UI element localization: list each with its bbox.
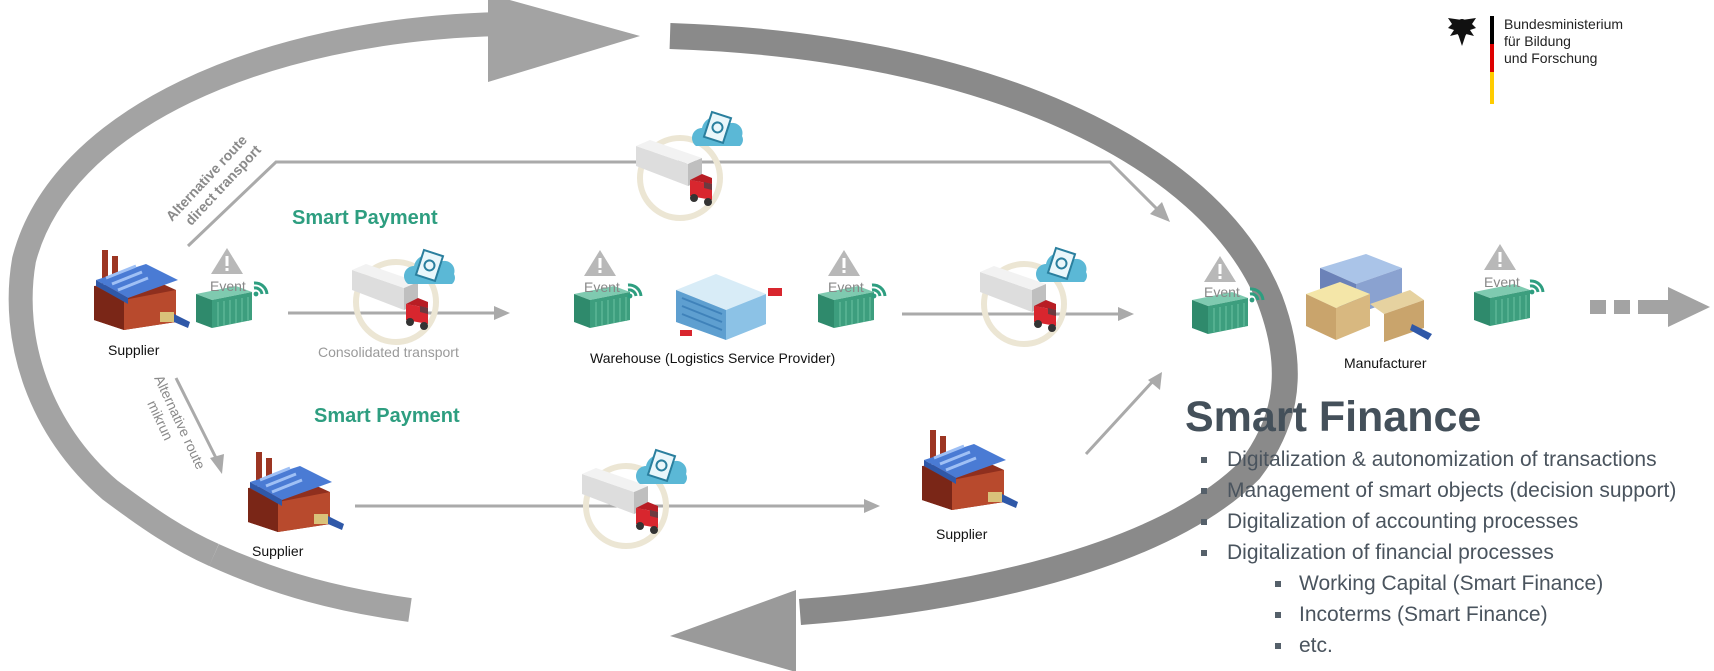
warehouse-label: Warehouse (Logistics Service Provider): [590, 350, 835, 366]
warning-triangle-icon: [211, 248, 243, 274]
wireless-signal-icon: [1528, 279, 1545, 296]
cycle-arrow-bottom-left: [209, 544, 412, 622]
supplier-bottom-left-factory-icon: [246, 450, 346, 534]
finance-subitem: Working Capital (Smart Finance): [1185, 568, 1705, 599]
cycle-arrow-right: [669, 23, 1298, 671]
money-cloud-icon: [691, 111, 744, 147]
warehouse-icon: [676, 274, 782, 340]
ministry-line-1: Bundesministerium: [1504, 16, 1624, 32]
cycle-arrow-top: [8, 0, 640, 566]
smart-payment-label-bottom: Smart Payment: [314, 405, 460, 427]
supplier-left-factory-icon: [92, 248, 192, 332]
event-label: Event: [1484, 274, 1520, 290]
more-arrow: [1590, 287, 1710, 327]
finance-subitem: etc.: [1185, 630, 1705, 661]
smart-payment-label-top: Smart Payment: [292, 207, 438, 229]
alt-route-mikrun-label: Alternative route mikrun: [144, 373, 209, 472]
finance-item: Management of smart objects (decision su…: [1185, 475, 1705, 506]
smart-finance-title: Smart Finance: [1185, 393, 1482, 441]
warning-triangle-icon: [828, 250, 860, 276]
wireless-signal-icon: [870, 283, 887, 300]
warning-triangle-icon: [584, 250, 616, 276]
event-container-manufacturer-out: [1473, 283, 1531, 327]
ministry-name: Bundesministerium für Bildung und Forsch…: [1504, 16, 1704, 67]
smart-finance-panel: Smart Finance Digitalization & autonomiz…: [1185, 394, 1705, 661]
supplier-bottom-left-label: Supplier: [252, 543, 304, 559]
ministry-line-2: für Bildung: [1504, 33, 1571, 49]
ministry-line-3: und Forschung: [1504, 50, 1598, 66]
warning-triangle-icon: [1484, 244, 1516, 270]
finance-subitem: Incoterms (Smart Finance): [1185, 599, 1705, 630]
finance-item: Digitalization of financial processes: [1185, 537, 1705, 568]
flag-bar: [1490, 16, 1494, 104]
warning-triangle-icon: [1204, 256, 1236, 282]
manufacturer-plant-icon: [1306, 254, 1432, 342]
event-label: Event: [828, 279, 864, 295]
wireless-signal-icon: [252, 281, 269, 298]
wireless-signal-icon: [626, 283, 643, 300]
event-label: Event: [210, 278, 246, 294]
event-label: Event: [584, 279, 620, 295]
finance-item: Digitalization & autonomization of trans…: [1185, 444, 1705, 475]
event-label: Event: [1204, 284, 1240, 300]
flow-arrowheads: [210, 202, 1170, 513]
money-cloud-icon: [635, 449, 688, 485]
supplier-bottom-right-factory-icon: [920, 428, 1020, 512]
supplier-bottom-right-label: Supplier: [936, 526, 988, 542]
money-cloud-icon: [403, 249, 456, 285]
federal-eagle-icon: [1448, 18, 1476, 46]
manufacturer-label: Manufacturer: [1344, 355, 1427, 371]
supplier-left-label: Supplier: [108, 342, 160, 358]
consolidated-transport-label: Consolidated transport: [318, 344, 459, 360]
truck-icon: [636, 138, 720, 218]
finance-item: Digitalization of accounting processes: [1185, 506, 1705, 537]
money-cloud-icon: [1035, 247, 1088, 283]
smart-finance-list: Digitalization & autonomization of trans…: [1185, 444, 1705, 661]
